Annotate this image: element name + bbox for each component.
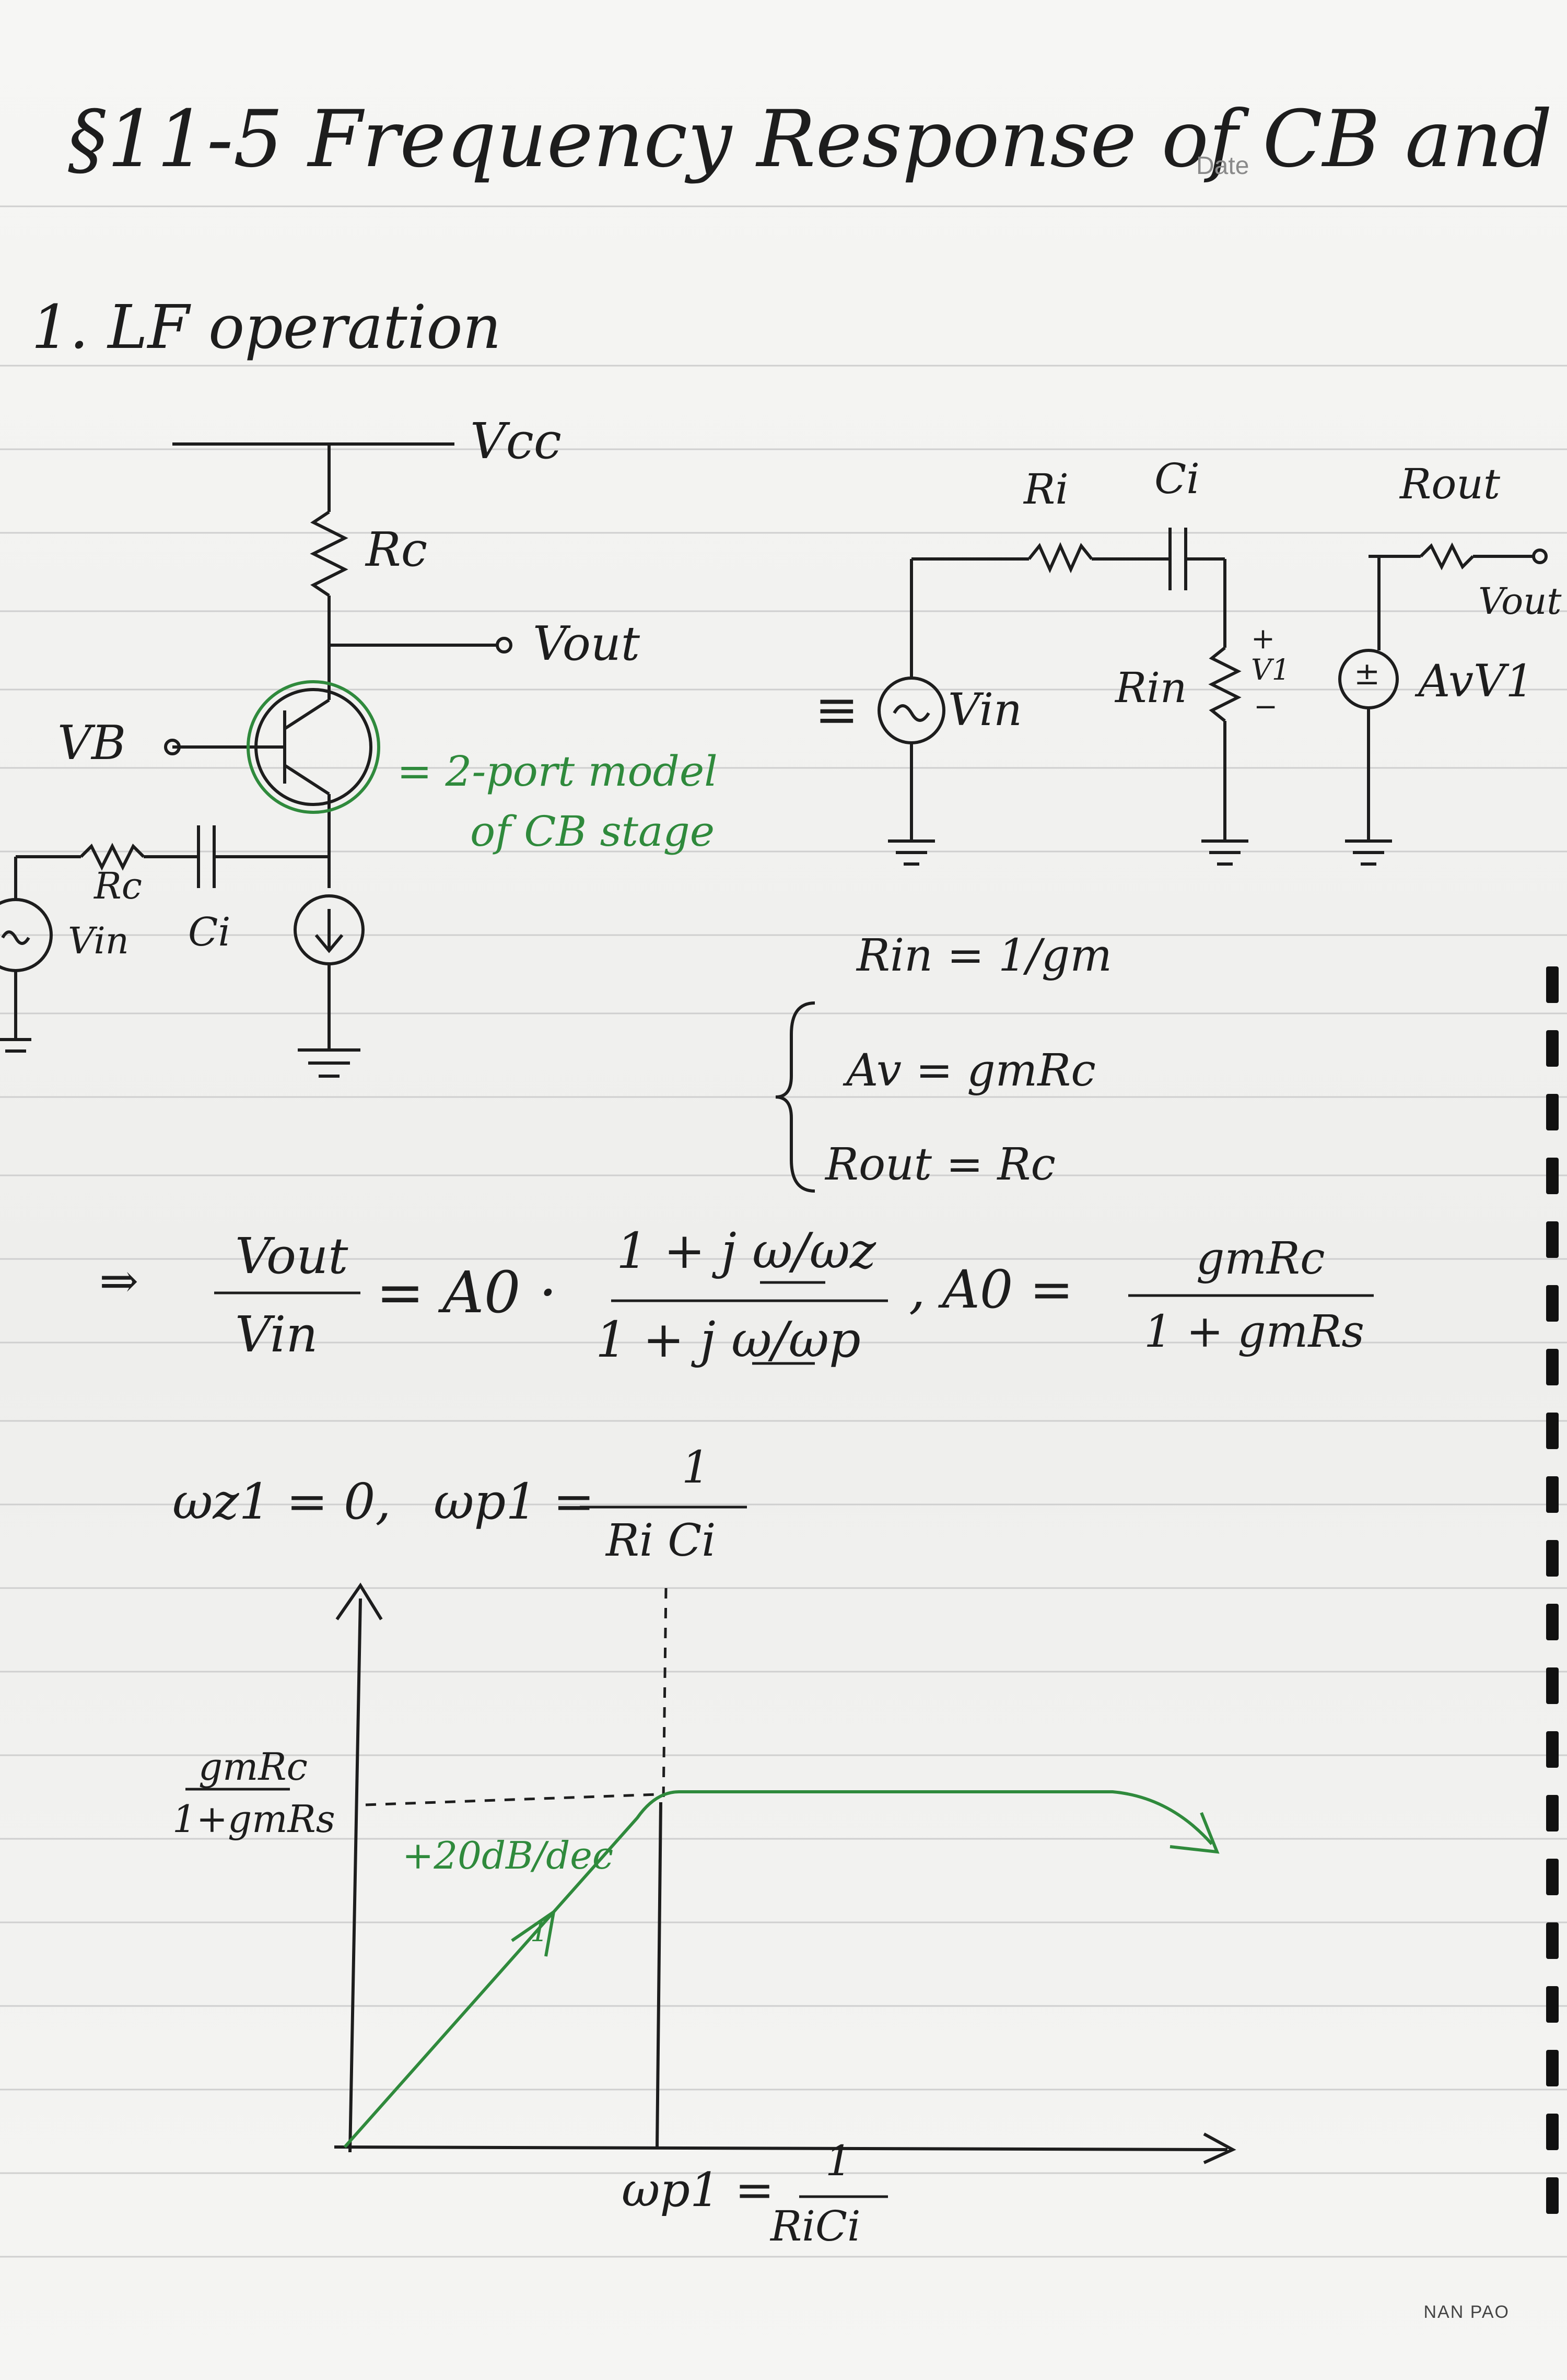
rin-equation: Rin = 1/gm <box>857 930 1112 982</box>
zero-frequency: ωz1 = 0, <box>172 1473 391 1531</box>
bode-y-label-numerator: gmRc <box>198 1745 308 1789</box>
bode-response-curve <box>343 1790 1220 2148</box>
bode-x-numerator: 1 <box>825 2137 852 2185</box>
page-title: §11-5 Frequency Response of CB and <box>68 94 1552 185</box>
source-rc-label: Rc <box>94 865 142 907</box>
bode-x-denominator: RiCi <box>770 2202 861 2250</box>
transfer-lhs-numerator: Vout <box>235 1228 348 1285</box>
vb-label: VB <box>57 716 126 771</box>
rin-label: Rin <box>1115 663 1187 712</box>
transfer-a0: = A0 · <box>376 1259 557 1326</box>
pole-numerator: 1 <box>682 1442 710 1494</box>
date-tag: Date <box>1196 152 1249 180</box>
model-ci-label: Ci <box>1154 454 1200 503</box>
cb-stage-schematic <box>0 442 512 1078</box>
implies-arrow: ⇒ <box>99 1254 139 1309</box>
a0-numerator: gmRc <box>1196 1233 1325 1285</box>
bode-slope-mark: 1 <box>530 1915 548 1948</box>
section-heading: 1. LF operation <box>31 293 501 363</box>
two-port-note-line1: = 2-port model <box>397 747 718 796</box>
spiral-binding <box>1546 966 1567 2272</box>
notebook-brand: NAN PAO <box>1423 2302 1510 2322</box>
vout-label: Vout <box>533 616 640 671</box>
vcc-label: Vcc <box>470 413 562 470</box>
bode-slope-label: +20dB/dec <box>402 1834 614 1877</box>
cb-highlight-circle <box>247 680 380 814</box>
bode-y-label-denominator: 1+gmRs <box>172 1797 335 1841</box>
source-vin-label: Vin <box>68 919 129 962</box>
bode-axes <box>334 1582 1236 2164</box>
transfer-numerator: 1 + j ω/ωz <box>616 1222 876 1280</box>
bode-x-label: ωp1 = <box>622 2163 775 2218</box>
two-port-model-schematic <box>775 528 1548 1193</box>
ci-label: Ci <box>188 909 231 955</box>
model-vin-label: Vin <box>948 684 1022 736</box>
two-port-note-line2: of CB stage <box>470 807 715 856</box>
pole-frequency: ωp1 = <box>434 1473 595 1531</box>
transfer-denominator: 1 + j ω/ωp <box>595 1311 861 1369</box>
ri-label: Ri <box>1024 465 1069 514</box>
v1-plus: + <box>1251 622 1276 655</box>
model-vout-label: Vout <box>1478 580 1562 623</box>
ruled-lines <box>0 205 1567 2258</box>
pole-denominator: Ri Ci <box>606 1515 716 1567</box>
fraction-bars <box>185 1281 1374 2198</box>
rc-label: Rc <box>366 522 428 577</box>
transfer-lhs-denominator: Vin <box>235 1306 318 1363</box>
equivalence-symbol: ≡ <box>815 679 859 740</box>
av-equation: Av = gmRc <box>846 1045 1096 1096</box>
a0-denominator: 1 + gmRs <box>1144 1306 1364 1358</box>
v1-minus: − <box>1254 690 1278 723</box>
rout-equation: Rout = Rc <box>825 1139 1056 1191</box>
a0-definition: , A0 = <box>909 1259 1073 1320</box>
bode-guides <box>365 1588 668 1806</box>
controlled-source-sign: ± <box>1354 656 1381 692</box>
v1-label: V1 <box>1251 653 1290 686</box>
rout-label: Rout <box>1400 460 1501 508</box>
avv1-label: AvV1 <box>1418 656 1534 707</box>
